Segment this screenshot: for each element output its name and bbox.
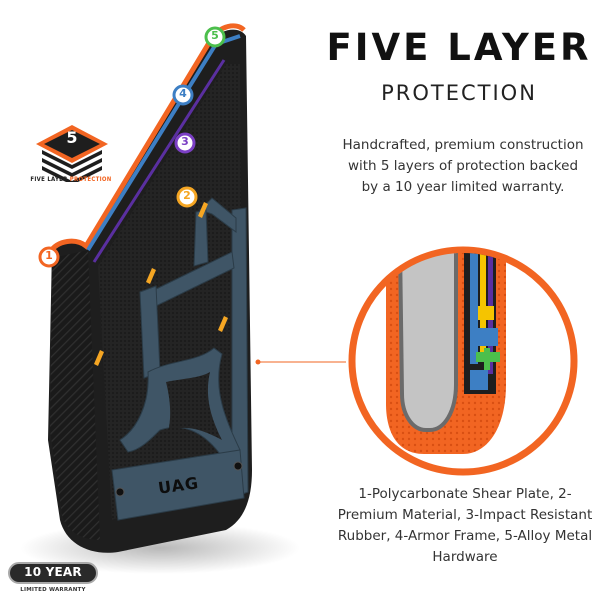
- cross-section-zoom: [348, 246, 578, 476]
- layer-edge-orange: [47, 23, 246, 254]
- layer-blue-block: [476, 328, 498, 346]
- layers-list: 1-Polycarbonate Shear Plate, 2-Premium M…: [337, 486, 593, 565]
- warranty-label: 10 YEAR: [24, 565, 82, 579]
- layer-yellow: [480, 253, 486, 354]
- layer-marker-5: 5: [204, 26, 226, 48]
- marker-number: 5: [211, 29, 219, 42]
- accent-tabs: [94, 202, 228, 366]
- layer-blue: [470, 253, 478, 364]
- marker-number: 3: [181, 135, 189, 148]
- badge-caption-highlight: PROTECTION: [69, 176, 112, 183]
- warranty-badge: [8, 562, 98, 584]
- screw-hardware: [115, 487, 125, 497]
- badge-caption: FIVE LAYER PROTECTION: [22, 176, 120, 183]
- layer-blue-lower: [470, 370, 488, 390]
- marker-number: 1: [45, 249, 53, 262]
- layer-marker-1: 1: [38, 246, 60, 268]
- layer-marker-2: 2: [176, 186, 198, 208]
- badge-glyph: 5: [66, 128, 78, 147]
- zoom-anchor-dot: [255, 359, 261, 365]
- five-layer-badge-icon: [36, 125, 108, 182]
- frame-window: [166, 372, 222, 440]
- layer-marker-3: 3: [174, 132, 196, 154]
- marker-number: 4: [179, 87, 187, 100]
- layer-marker-4: 4: [172, 84, 194, 106]
- product-description: Handcrafted, premium construction with 5…: [342, 137, 584, 195]
- warranty-sublabel: LIMITED WARRANTY: [20, 587, 86, 593]
- badge-caption-main: FIVE LAYER: [30, 176, 70, 183]
- layer-yellow-block: [478, 306, 494, 320]
- armor-frame: [111, 197, 249, 521]
- device-profile: [397, 253, 458, 432]
- marker-number: 2: [183, 189, 191, 202]
- page-subtitle: PROTECTION: [381, 81, 537, 105]
- layer-edge-purple: [92, 59, 226, 263]
- page-title: FIVE LAYER: [326, 26, 592, 69]
- layer-green-stem: [484, 348, 490, 370]
- grip-texture: [50, 250, 100, 540]
- screw-hardware: [233, 461, 243, 471]
